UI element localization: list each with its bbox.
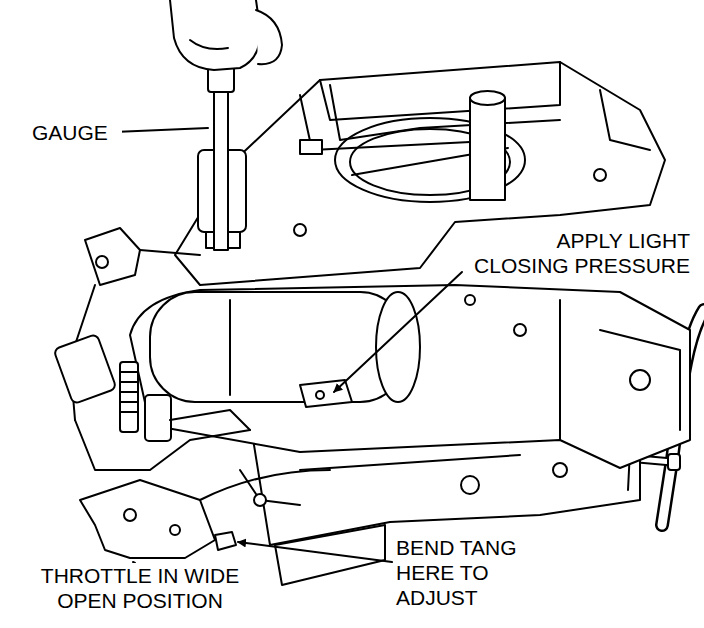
throttle-linkage	[96, 256, 108, 268]
throttle-linkage	[240, 470, 300, 505]
throttle-linkage	[53, 334, 116, 404]
callout-label: GAUGE	[32, 120, 122, 145]
main-body	[559, 300, 561, 440]
air-horn	[320, 62, 560, 120]
choke-linkage	[300, 140, 322, 154]
fitting-rod	[668, 454, 680, 470]
main-body	[600, 330, 680, 430]
main-body	[130, 285, 690, 468]
vent-tube	[470, 98, 505, 200]
callout-label: BEND TANG HERE TO ADJUST	[396, 535, 536, 610]
choke-linkage	[330, 85, 560, 140]
throttle-linkage	[254, 494, 266, 506]
carburetor-illustration	[53, 0, 704, 585]
air-horn	[600, 90, 650, 150]
leader-line	[238, 542, 392, 562]
air-horn	[294, 224, 306, 236]
throttle-linkage	[170, 410, 250, 430]
leader-line	[114, 128, 462, 563]
air-horn	[594, 169, 606, 181]
throttle-linkage	[124, 509, 136, 521]
hand	[170, 0, 260, 70]
hand	[190, 40, 228, 49]
throttle-linkage	[145, 395, 171, 441]
throttle-linkage	[170, 525, 180, 535]
vent-tube	[470, 91, 505, 105]
throttle-linkage	[120, 372, 138, 412]
callout-label: APPLY LIGHT CLOSING PRESSURE	[465, 228, 690, 278]
throttle-body	[275, 525, 385, 585]
float-bowl-boss	[229, 300, 231, 395]
float-bowl-boss	[316, 391, 324, 399]
hand	[256, 10, 282, 64]
throttle-body	[553, 463, 567, 477]
throttle-linkage	[75, 420, 250, 470]
throttle-linkage	[140, 250, 200, 255]
throttle-linkage	[53, 228, 330, 558]
float-bowl-boss	[300, 380, 352, 407]
vent-tube	[470, 91, 505, 200]
main-body	[514, 324, 526, 336]
leader-line	[334, 272, 462, 392]
hand	[170, 0, 282, 70]
main-body	[465, 295, 475, 305]
float-bowl-boss	[150, 292, 405, 402]
throttle-linkage	[215, 532, 236, 550]
callout-label: THROTTLE IN WIDE OPEN POSITION	[25, 563, 255, 613]
choke-linkage	[300, 85, 560, 154]
throttle-linkage	[80, 480, 215, 558]
main-body	[130, 285, 690, 468]
throttle-linkage	[85, 228, 140, 285]
main-body	[630, 370, 650, 390]
throttle-body	[300, 455, 520, 470]
leader-line	[114, 128, 208, 132]
throttle-body	[461, 476, 479, 494]
choke-linkage	[300, 95, 470, 150]
throttle-linkage	[120, 362, 138, 432]
